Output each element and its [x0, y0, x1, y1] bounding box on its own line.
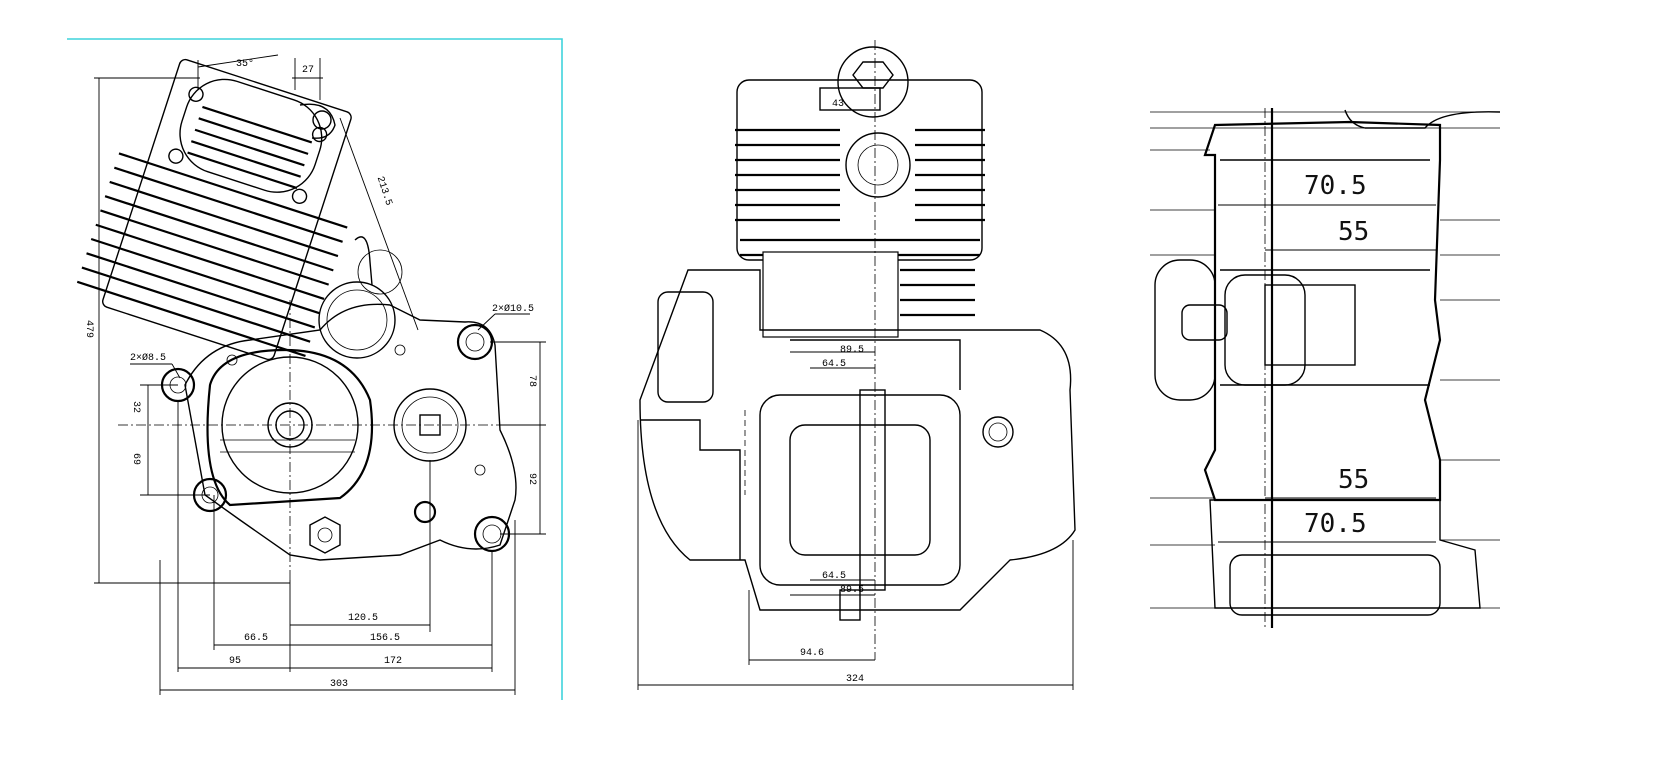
front-view: 43 89.5 64.5 64.5 89.5 94.6 324 [637, 40, 1076, 690]
dim-lower-89-5: 89.5 [840, 585, 864, 596]
dim-43: 43 [832, 99, 844, 110]
dim-upper-64-5: 64.5 [822, 359, 846, 370]
front-dimensions [637, 351, 1074, 690]
dim-mount-right: 2×Ø10.5 [492, 303, 534, 315]
detail-dimensions [1218, 204, 1436, 543]
dim-94-6: 94.6 [800, 648, 824, 659]
dim-95: 95 [229, 656, 241, 667]
dim-overall-303: 303 [330, 679, 348, 690]
dim-cyl-length: 213.5 [374, 175, 394, 207]
head-fins [735, 128, 985, 222]
view-frame [67, 38, 563, 700]
dim-top-offset: 27 [302, 65, 314, 76]
dim-172: 172 [384, 656, 402, 667]
dim-right-lower: 92 [526, 473, 537, 485]
dim-mount-left: 2×Ø8.5 [130, 352, 166, 364]
cylinder-block [76, 58, 352, 361]
dim-lower-64-5: 64.5 [822, 571, 846, 582]
dim-156-5: 156.5 [370, 633, 400, 644]
dim-120-5: 120.5 [348, 613, 378, 624]
cooling-fins [76, 152, 348, 358]
dim-angle: 35° [236, 58, 254, 70]
dim-right-upper: 78 [526, 375, 537, 387]
dim-upper-89-5: 89.5 [840, 345, 864, 356]
side-dimensions [94, 54, 546, 695]
dim-66-5: 66.5 [244, 633, 268, 644]
dim-left-upper: 32 [130, 401, 141, 413]
dim-height: 479 [83, 320, 94, 338]
side-view: 35° 27 213.5 479 2×Ø10.5 2×Ø8.5 32 69 78… [67, 38, 563, 700]
dim-top-outer: 70.5 [1304, 171, 1367, 201]
dim-bottom-outer: 70.5 [1304, 509, 1367, 539]
front-crankcase [639, 40, 1076, 660]
mount-boss-right-upper [456, 323, 494, 361]
dim-overall-324: 324 [846, 674, 864, 685]
dim-top-inner: 55 [1338, 217, 1369, 247]
detail-view: 70.5 55 55 70.5 [1150, 108, 1500, 628]
dim-left-lower: 69 [130, 453, 141, 465]
dim-bottom-inner: 55 [1338, 465, 1369, 495]
